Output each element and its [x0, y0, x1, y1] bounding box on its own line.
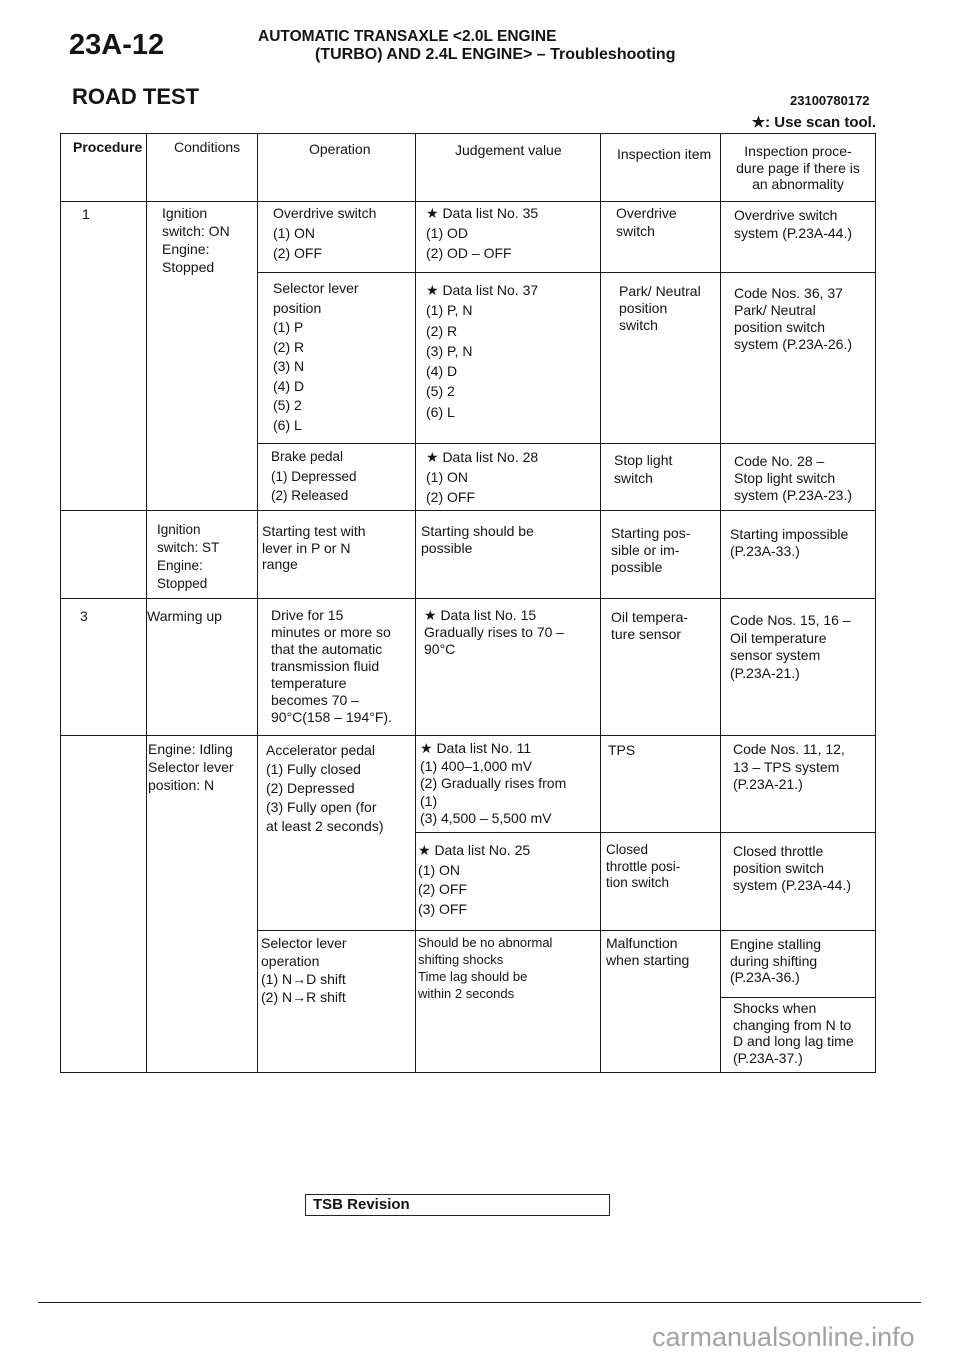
row-4-check-1-operation: Accelerator pedal (1) Fully closed (2) D…: [266, 742, 384, 834]
rule-procedure-conditions: [146, 133, 147, 1072]
section-title: ROAD TEST: [72, 84, 200, 109]
row-4-check-2-judgement: ★ Data list No. 25 (1) ON (2) OFF (3) OF…: [418, 842, 531, 917]
page-number: 23A-12: [69, 29, 165, 61]
row-3-procedure-number: 3: [80, 608, 88, 624]
row-3-operation: Drive for 15 minutes or more so that the…: [271, 607, 392, 725]
row-4-check-3-inspection-item: Malfunction when starting: [606, 935, 690, 968]
column-header-judgement: Judgement value: [455, 142, 562, 158]
manual-title-line-1: AUTOMATIC TRANSAXLE <2.0L ENGINE: [258, 28, 557, 45]
row-4-check-3-inspection-procedure-shocks: Shocks when changing from N to D and lon…: [733, 1000, 854, 1066]
rule-right-border: [875, 133, 876, 1072]
row-2-conditions: Ignition switch: ST Engine: Stopped: [157, 522, 220, 591]
row-4-check-1-inspection-item: TPS: [608, 742, 636, 758]
column-header-conditions: Conditions: [174, 139, 241, 155]
row-2-inspection-procedure: Starting impossible (P.23A-33.): [730, 526, 849, 559]
row-4-check-3-inspection-procedure-stalling: Engine stalling during shifting (P.23A-3…: [730, 936, 822, 985]
row-4-check-3-judgement: Should be no abnormal shifting shocks Ti…: [418, 935, 553, 1001]
rule-row1-check1: [257, 272, 876, 273]
rule-conditions-operation: [257, 133, 258, 1072]
row-1-check-2-judgement: ★ Data list No. 37 (1) P, N (2) R (3) P,…: [426, 282, 539, 420]
row-1-check-3-inspection-item: Stop light switch: [614, 452, 673, 486]
row-1-conditions: Ignition switch: ON Engine: Stopped: [162, 205, 230, 275]
rule-row4-top: [60, 735, 876, 736]
row-3-judgement: ★ Data list No. 15 Gradually rises to 70…: [424, 607, 565, 657]
rule-row4-procedure-split: [720, 997, 876, 998]
column-header-inspection-procedure: Inspection proce- dure page if there is …: [736, 143, 860, 192]
rule-left-border: [60, 133, 61, 1072]
footer-rule: [38, 1302, 921, 1303]
document-code: 23100780172: [790, 93, 870, 108]
rule-row4-check2: [257, 930, 876, 931]
row-1-check-2-inspection-procedure: Code Nos. 36, 37 Park/ Neutral position …: [734, 285, 853, 352]
rule-row1-check2: [257, 443, 876, 444]
row-1-check-1-inspection-procedure: Overdrive switch system (P.23A-44.): [734, 207, 853, 241]
rule-inspection-procedure: [720, 133, 721, 1072]
row-2-inspection-item: Starting pos- sible or im- possible: [611, 525, 691, 575]
column-header-operation: Operation: [309, 141, 371, 157]
row-3-inspection-procedure: Code Nos. 15, 16 – Oil temperature senso…: [730, 612, 851, 681]
tsb-revision-label: TSB Revision: [313, 1196, 410, 1213]
row-3-inspection-item: Oil tempera- ture sensor: [611, 609, 689, 642]
row-1-check-1-inspection-item: Overdrive switch: [616, 205, 677, 239]
row-3-conditions: Warming up: [147, 608, 222, 624]
rule-header-bottom: [60, 201, 876, 202]
rule-bottom-border: [60, 1072, 876, 1073]
watermark-text: carmanualsonline.info: [652, 1322, 915, 1352]
rule-operation-judgement: [415, 133, 416, 1072]
row-4-conditions: Engine: Idling Selector lever position: …: [148, 741, 234, 793]
row-1-check-2-operation: Selector lever position (1) P (2) R (3) …: [273, 280, 359, 433]
manual-title-line-2: (TURBO) AND 2.4L ENGINE> – Troubleshooti…: [315, 46, 676, 63]
row-4-check-1-inspection-procedure: Code Nos. 11, 12, 13 – TPS system (P.23A…: [733, 741, 845, 792]
column-header-inspection-item: Inspection item: [617, 146, 712, 162]
row-2-operation: Starting test with lever in P or N range: [262, 523, 366, 572]
rule-row3-top: [60, 598, 876, 599]
row-1-check-3-operation: Brake pedal (1) Depressed (2) Released: [271, 449, 357, 503]
row-1-procedure-number: 1: [82, 206, 90, 222]
row-1-check-1-judgement: ★ Data list No. 35 (1) OD (2) OD – OFF: [426, 205, 539, 261]
row-1-check-3-judgement: ★ Data list No. 28 (1) ON (2) OFF: [426, 449, 539, 505]
row-4-check-3-operation: Selector lever operation (1) N→D shift (…: [261, 935, 347, 1005]
row-1-check-1-operation: Overdrive switch (1) ON (2) OFF: [273, 205, 377, 261]
rule-top-border: [60, 133, 876, 134]
tsb-revision-box: TSB Revision: [305, 1194, 610, 1216]
scan-tool-legend: ★: Use scan tool.: [751, 114, 876, 131]
row-4-check-2-inspection-item: Closed throttle posi- tion switch: [606, 842, 681, 890]
row-1-check-3-inspection-procedure: Code No. 28 – Stop light switch system (…: [734, 453, 853, 503]
row-4-check-1-judgement: ★ Data list No. 11 (1) 400–1,000 mV (2) …: [420, 740, 567, 826]
row-1-check-2-inspection-item: Park/ Neutral position switch: [619, 283, 701, 333]
rule-row2-top: [60, 510, 876, 511]
rule-judgement-inspection: [600, 133, 601, 1072]
column-header-procedure: Procedure: [73, 139, 143, 155]
rule-row4-check1: [415, 832, 876, 833]
row-4-check-2-inspection-procedure: Closed throttle position switch system (…: [733, 843, 852, 893]
row-2-judgement: Starting should be possible: [421, 523, 534, 556]
